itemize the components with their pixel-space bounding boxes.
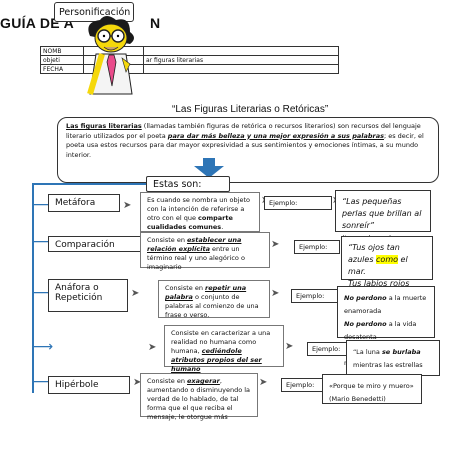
example-text: “Tus ojos tan azules como el mar.Tus lab… (341, 236, 433, 300)
arrow-icon: ➤ (148, 342, 157, 353)
figure-definition: Consiste en establecer una relación expl… (140, 232, 270, 271)
example-label: Ejemplo: (291, 289, 343, 303)
intro-text-end: ; es decir, el poeta usa estos recursos … (66, 131, 424, 159)
figure-definition: Es cuando se nombra un objeto con la int… (140, 192, 260, 232)
figure-definition: Consiste en repetir una palabra o conjun… (158, 280, 270, 319)
intro-term: Las figuras literarias (66, 122, 142, 130)
info-label: FECHA (40, 64, 84, 74)
figure-name: Anáfora o Repetición (48, 279, 128, 312)
figure-definition: Consiste en exagerar, aumentando o dismi… (140, 373, 258, 421)
arrow-icon: ➤ (285, 341, 294, 352)
example-text: “Las pequeñas perlas que brillan al sonr… (335, 190, 431, 268)
info-value: ar figuras literarias (143, 55, 339, 65)
down-arrow-icon (194, 158, 224, 178)
arrow-icon: ➤ (131, 288, 140, 299)
info-label: NOMB (40, 46, 84, 56)
info-value (143, 64, 339, 74)
arrow-icon: ➤ (271, 239, 280, 250)
example-label: Ejemplo: (307, 342, 353, 356)
figure-name: Comparación (48, 236, 142, 252)
info-label: objeti (40, 55, 84, 65)
example-label: Ejemplo: (264, 196, 332, 210)
arrow-icon: ➤ (133, 377, 142, 388)
info-value (143, 46, 339, 56)
arrow-icon: ➤ (123, 200, 132, 211)
example-text: «Porque te miro y muero»(Mario Benedetti… (322, 374, 422, 404)
connector-vertical-line (32, 183, 34, 393)
arrow-icon: ➤ (271, 288, 280, 299)
connector-line (32, 183, 146, 185)
figure-name: Metáfora (48, 194, 120, 212)
main-heading: “Las Figuras Literarias o Retóricas” (172, 104, 329, 115)
arrow-icon: ➤ (259, 377, 268, 388)
figure-definition: Consiste en caracterizar a una realidad … (164, 325, 284, 373)
estas-son-label: Estas son: (146, 176, 230, 192)
intro-text: (llamadas también figuras de retórica o … (66, 122, 421, 140)
figure-name: Hipérbole (48, 376, 130, 394)
intro-emphasis: para dar más belleza y una mejor expresi… (167, 131, 384, 140)
blue-arrow-icon: ⟶ (33, 339, 54, 355)
homer-character-illustration (87, 16, 134, 95)
example-label: Ejemplo: (294, 240, 340, 254)
intro-box: Las figuras literarias (llamadas también… (57, 117, 439, 183)
